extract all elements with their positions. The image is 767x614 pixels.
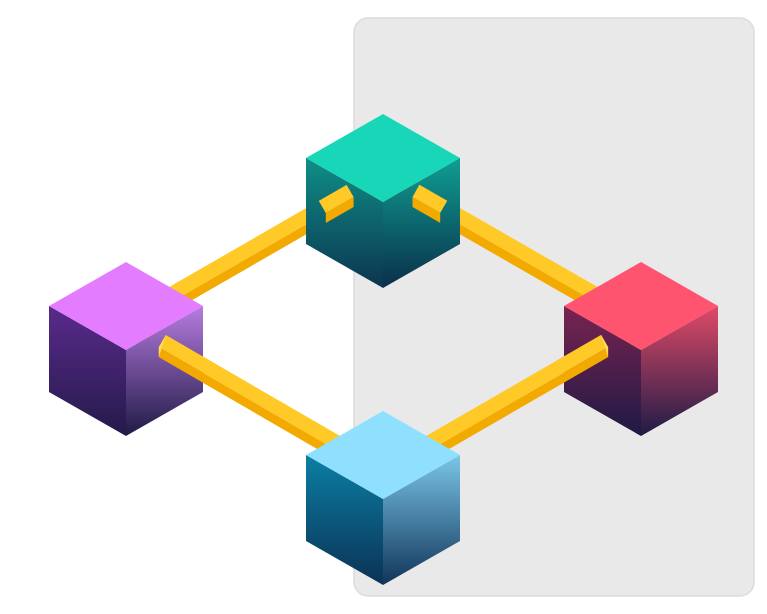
cube-top-face <box>306 411 460 499</box>
connector-stub-top <box>412 184 448 213</box>
cube-right-face <box>126 306 203 436</box>
connector-stub-side <box>562 347 609 384</box>
connector-stub-end <box>158 335 166 358</box>
connector-stub-side <box>158 347 205 384</box>
connector-stub-left <box>158 335 212 384</box>
cube-top-face <box>49 262 203 350</box>
cube-red <box>564 262 718 436</box>
connector-stub-top-right <box>412 184 448 223</box>
cube-purple <box>49 262 203 436</box>
connector-stub-side <box>325 197 354 223</box>
connector-stub-top <box>158 335 212 374</box>
connector-stub-top <box>318 184 354 213</box>
cube-right-face <box>383 158 460 288</box>
nodes-layer <box>49 114 718 585</box>
cube-left-face <box>49 306 126 436</box>
cube-left-face <box>306 455 383 585</box>
cube-left-face <box>306 158 383 288</box>
cube-blue <box>306 411 460 585</box>
cube-top-face <box>564 262 718 350</box>
cube-right-face <box>641 306 718 436</box>
connector-stub-top-left <box>318 184 354 223</box>
cube-left-face <box>564 306 641 436</box>
cube-top-face <box>306 114 460 202</box>
cube-teal <box>306 114 460 288</box>
connector-stub-right <box>555 334 609 384</box>
connector-stub-side <box>412 197 441 223</box>
connector-stub-end <box>601 334 609 358</box>
cube-right-face <box>383 455 460 585</box>
connector-stub-top <box>555 334 609 374</box>
